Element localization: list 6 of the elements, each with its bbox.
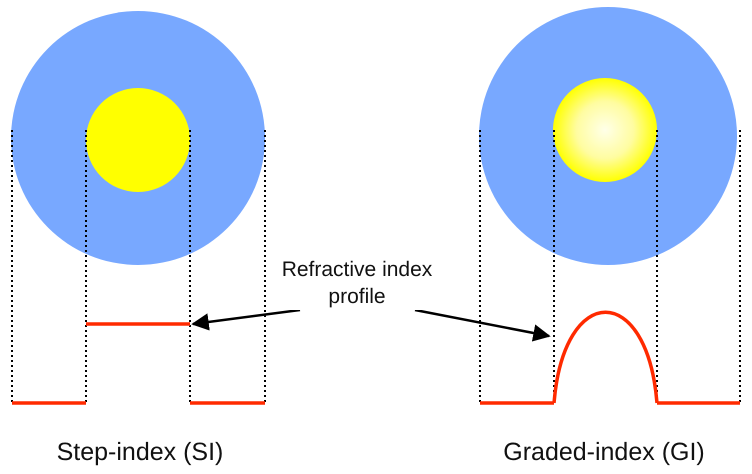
- index-profile-line: [86, 322, 190, 326]
- leader-line: [414, 308, 551, 342]
- leader-line: [191, 308, 300, 331]
- index-profile-curve: [552, 310, 659, 404]
- caption-text: Step-index (SI): [56, 438, 224, 467]
- caption-text: Graded-index (GI): [503, 438, 705, 467]
